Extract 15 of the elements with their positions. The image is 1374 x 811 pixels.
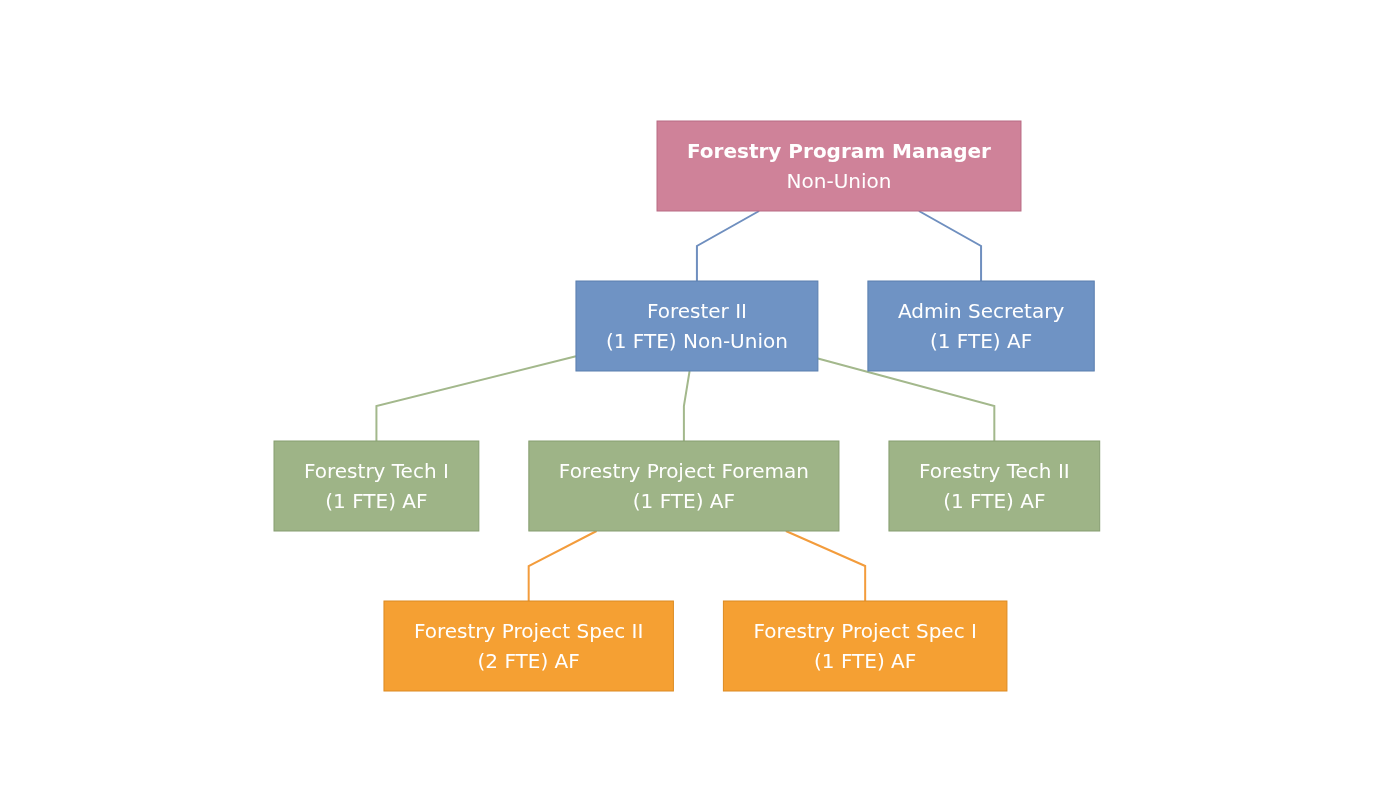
connector: [527, 529, 598, 602]
node-box: Admin Secretary (1 FTE) AF: [867, 280, 1095, 371]
connector: [785, 529, 867, 602]
node-box: Forestry Project Foreman (1 FTE) AF: [528, 440, 840, 531]
connector: [375, 354, 578, 442]
connector: [683, 369, 691, 442]
node-box: Forestry Tech I (1 FTE) AF: [273, 440, 480, 531]
connector: [918, 209, 983, 282]
node-box: Forestry Tech II (1 FTE) AF: [888, 440, 1101, 531]
connector: [817, 357, 996, 442]
connector: [696, 209, 761, 282]
node-box: Forestry Project Spec I (1 FTE) AF: [723, 600, 1008, 691]
node-box: Forester II (1 FTE) Non-Union: [575, 280, 819, 371]
node-box: Forestry Program Manager Non-Union: [656, 120, 1022, 211]
node-box: Forestry Project Spec II (2 FTE) AF: [383, 600, 675, 691]
